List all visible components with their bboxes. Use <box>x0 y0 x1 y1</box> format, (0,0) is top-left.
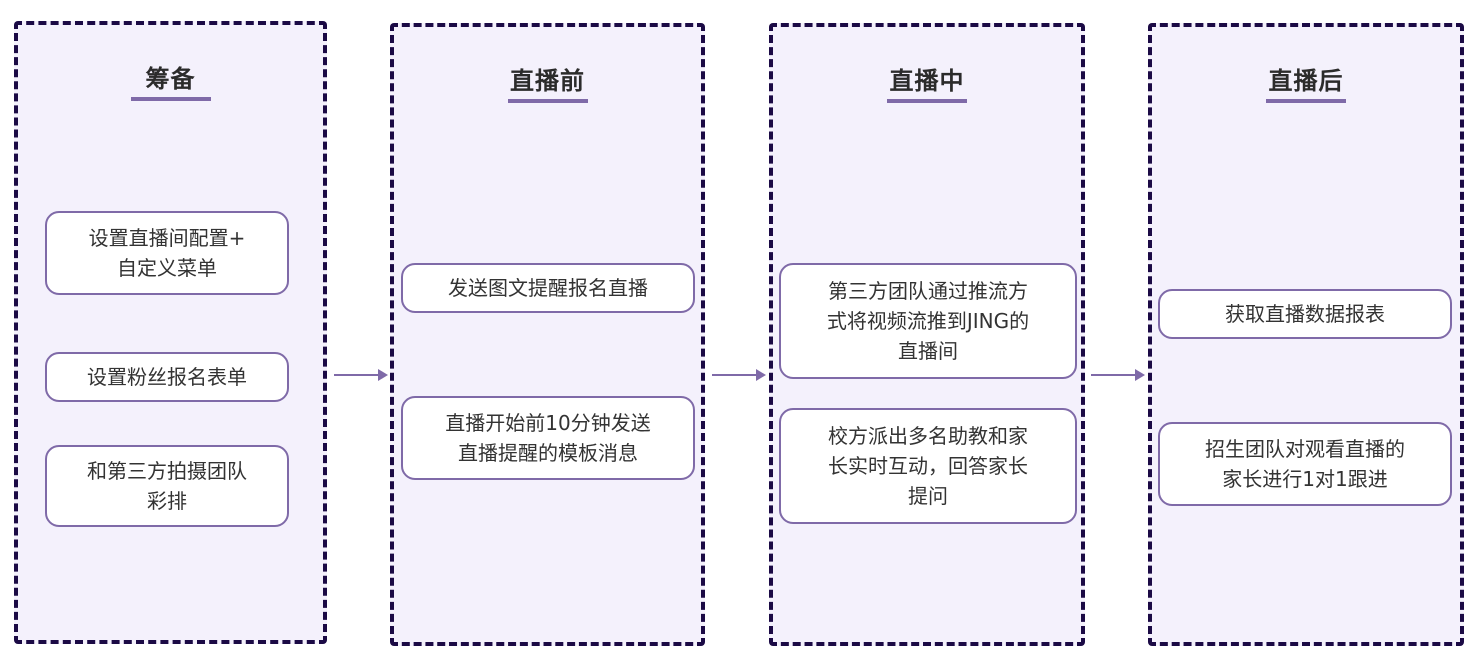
step-text: 发送图文提醒报名直播 <box>448 276 648 300</box>
step-text: 直播开始前10分钟发送 直播提醒的模板消息 <box>445 411 651 465</box>
stage-title: 直播后 <box>1268 67 1344 95</box>
step-text: 设置粉丝报名表单 <box>87 365 247 389</box>
title-underline <box>1266 99 1346 103</box>
stage-during-live: 直播中 第三方团队通过推流方 式将视频流推到JING的 直播间 校方派出多名助教… <box>769 23 1085 646</box>
arrow-head-icon <box>1135 369 1145 381</box>
flow-arrow <box>1091 369 1145 381</box>
stage-post-live: 直播后 获取直播数据报表 招生团队对观看直播的 家长进行1对1跟进 <box>1148 23 1464 646</box>
title-underline <box>507 99 588 103</box>
step-text: 招生团队对观看直播的 家长进行1对1跟进 <box>1205 437 1405 491</box>
step-text: 校方派出多名助教和家 长实时互动，回答家长 提问 <box>828 424 1028 508</box>
arrow-head-icon <box>378 369 388 381</box>
stage-title: 直播前 <box>510 67 585 95</box>
flow-arrow <box>712 369 766 381</box>
stage-preparation: 筹备 设置直播间配置+ 自定义菜单 设置粉丝报名表单 和第三方拍摄团队 彩排 <box>14 21 327 644</box>
title-underline <box>130 97 211 101</box>
step-card: 招生团队对观看直播的 家长进行1对1跟进 <box>1158 422 1452 506</box>
step-card: 校方派出多名助教和家 长实时互动，回答家长 提问 <box>779 408 1077 524</box>
step-card: 第三方团队通过推流方 式将视频流推到JING的 直播间 <box>779 263 1077 379</box>
title-underline <box>887 99 967 103</box>
step-card: 设置直播间配置+ 自定义菜单 <box>45 211 289 295</box>
step-card: 设置粉丝报名表单 <box>45 352 289 402</box>
stage-pre-live: 直播前 发送图文提醒报名直播 直播开始前10分钟发送 直播提醒的模板消息 <box>390 23 705 646</box>
step-card: 和第三方拍摄团队 彩排 <box>45 445 289 527</box>
step-text: 设置直播间配置+ 自定义菜单 <box>88 226 246 280</box>
step-text: 和第三方拍摄团队 彩排 <box>87 459 247 513</box>
stage-title: 直播中 <box>889 67 965 95</box>
step-card: 直播开始前10分钟发送 直播提醒的模板消息 <box>401 396 695 480</box>
step-card: 发送图文提醒报名直播 <box>401 263 695 313</box>
flow-arrow <box>334 369 388 381</box>
step-card: 获取直播数据报表 <box>1158 289 1452 339</box>
stage-title: 筹备 <box>145 65 196 93</box>
arrow-head-icon <box>756 369 766 381</box>
step-text: 获取直播数据报表 <box>1225 302 1385 326</box>
step-text: 第三方团队通过推流方 式将视频流推到JING的 直播间 <box>826 279 1030 363</box>
